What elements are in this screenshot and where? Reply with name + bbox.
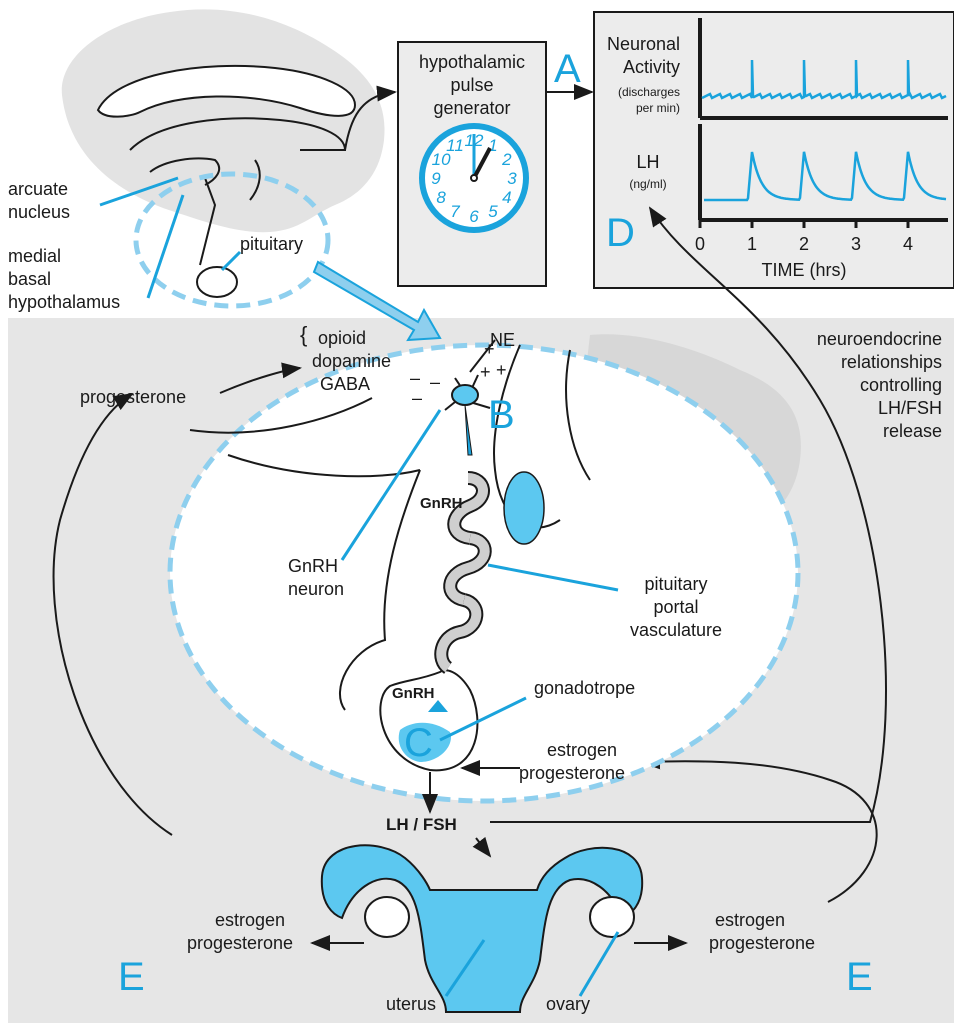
brain-silhouette [62,9,385,232]
label-neuro-5: release [883,421,942,441]
label-opioid: opioid [318,328,366,348]
label-neuro-2: relationships [841,352,942,372]
clock-number-11: 11 [446,136,464,155]
letter-d: D [606,211,635,255]
svg-text:–: – [430,372,440,392]
clock-number-5: 5 [488,202,498,221]
label-neuronal-4: per min) [636,101,680,115]
label-estrogen-right: estrogen [715,910,785,930]
label-gaba: GABA [320,374,370,394]
letter-c: C [404,721,433,765]
label-progesterone-left: progesterone [187,933,293,953]
letter-a: A [554,47,581,91]
x-tick-label: 2 [799,234,809,254]
clock-number-4: 4 [502,188,511,207]
label-gnrh-top: GnRH [420,495,463,512]
mbh-leader [148,195,183,298]
label-progesterone-top: progesterone [80,387,186,407]
clock-number-2: 2 [501,150,512,169]
label-neuronal-3: (discharges [618,85,680,99]
label-arcuate-1: arcuate [8,179,68,199]
label-portal-1: pituitary [644,574,707,594]
label-medial-1: medial [8,246,61,266]
label-ovary: ovary [546,994,590,1014]
label-pulse-gen-2: pulse [450,75,493,95]
hypothalamus-ellipse-large [170,345,798,801]
label-arcuate-2: nucleus [8,202,70,222]
label-uterus: uterus [386,994,436,1014]
x-tick-label: 1 [747,234,757,254]
label-pituitary-small: pituitary [240,234,303,254]
label-lh: LH [636,152,659,172]
letter-b: B [488,393,515,437]
label-gonadotrope: gonadotrope [534,678,635,698]
label-pulse-gen-1: hypothalamic [419,52,525,72]
clock-number-9: 9 [431,169,441,188]
pituitary-small [197,267,237,297]
svg-text:–: – [412,388,422,408]
clock-number-6: 6 [469,207,479,226]
svg-text:+: + [480,362,491,382]
svg-text:+: + [496,360,507,380]
letter-e-right: E [846,955,873,999]
label-estrogen-left: estrogen [215,910,285,930]
pituitary-leader [222,252,240,270]
label-pulse-gen-3: generator [433,98,510,118]
label-lh-fsh: LH / FSH [386,815,457,834]
clock-number-8: 8 [436,188,446,207]
label-progesterone-mid: progesterone [519,763,625,783]
svg-text:{: { [300,322,307,347]
label-neuro-4: LH/FSH [878,398,942,418]
label-medial-3: hypothalamus [8,292,120,312]
label-gnrh-bottom: GnRH [392,685,435,702]
label-neuronal-1: Neuronal [607,34,680,54]
letter-e-left: E [118,955,145,999]
label-ne: NE [490,330,515,350]
x-tick-label: 3 [851,234,861,254]
clock-icon: 121234567891011 [422,126,526,230]
x-tick-label: 0 [695,234,705,254]
label-portal-2: portal [653,597,698,617]
neurosecretory-body [504,472,544,544]
label-neuronal-2: Activity [623,57,680,77]
svg-text:–: – [410,368,420,388]
x-axis-label: TIME (hrs) [762,260,847,280]
label-lh-unit: (ng/ml) [629,177,666,191]
ovary-right [590,897,634,937]
x-tick-label: 4 [903,234,913,254]
ovary-left [365,897,409,937]
label-progesterone-right: progesterone [709,933,815,953]
label-dopamine: dopamine [312,351,391,371]
label-neuro-3: controlling [860,375,942,395]
clock-number-3: 3 [507,169,517,188]
label-gnrh-neuron-1: GnRH [288,556,338,576]
label-neuro-1: neuroendocrine [817,329,942,349]
label-portal-3: vasculature [630,620,722,640]
clock-number-7: 7 [450,202,460,221]
label-gnrh-neuron-2: neuron [288,579,344,599]
label-medial-2: basal [8,269,51,289]
label-estrogen-mid: estrogen [547,740,617,760]
